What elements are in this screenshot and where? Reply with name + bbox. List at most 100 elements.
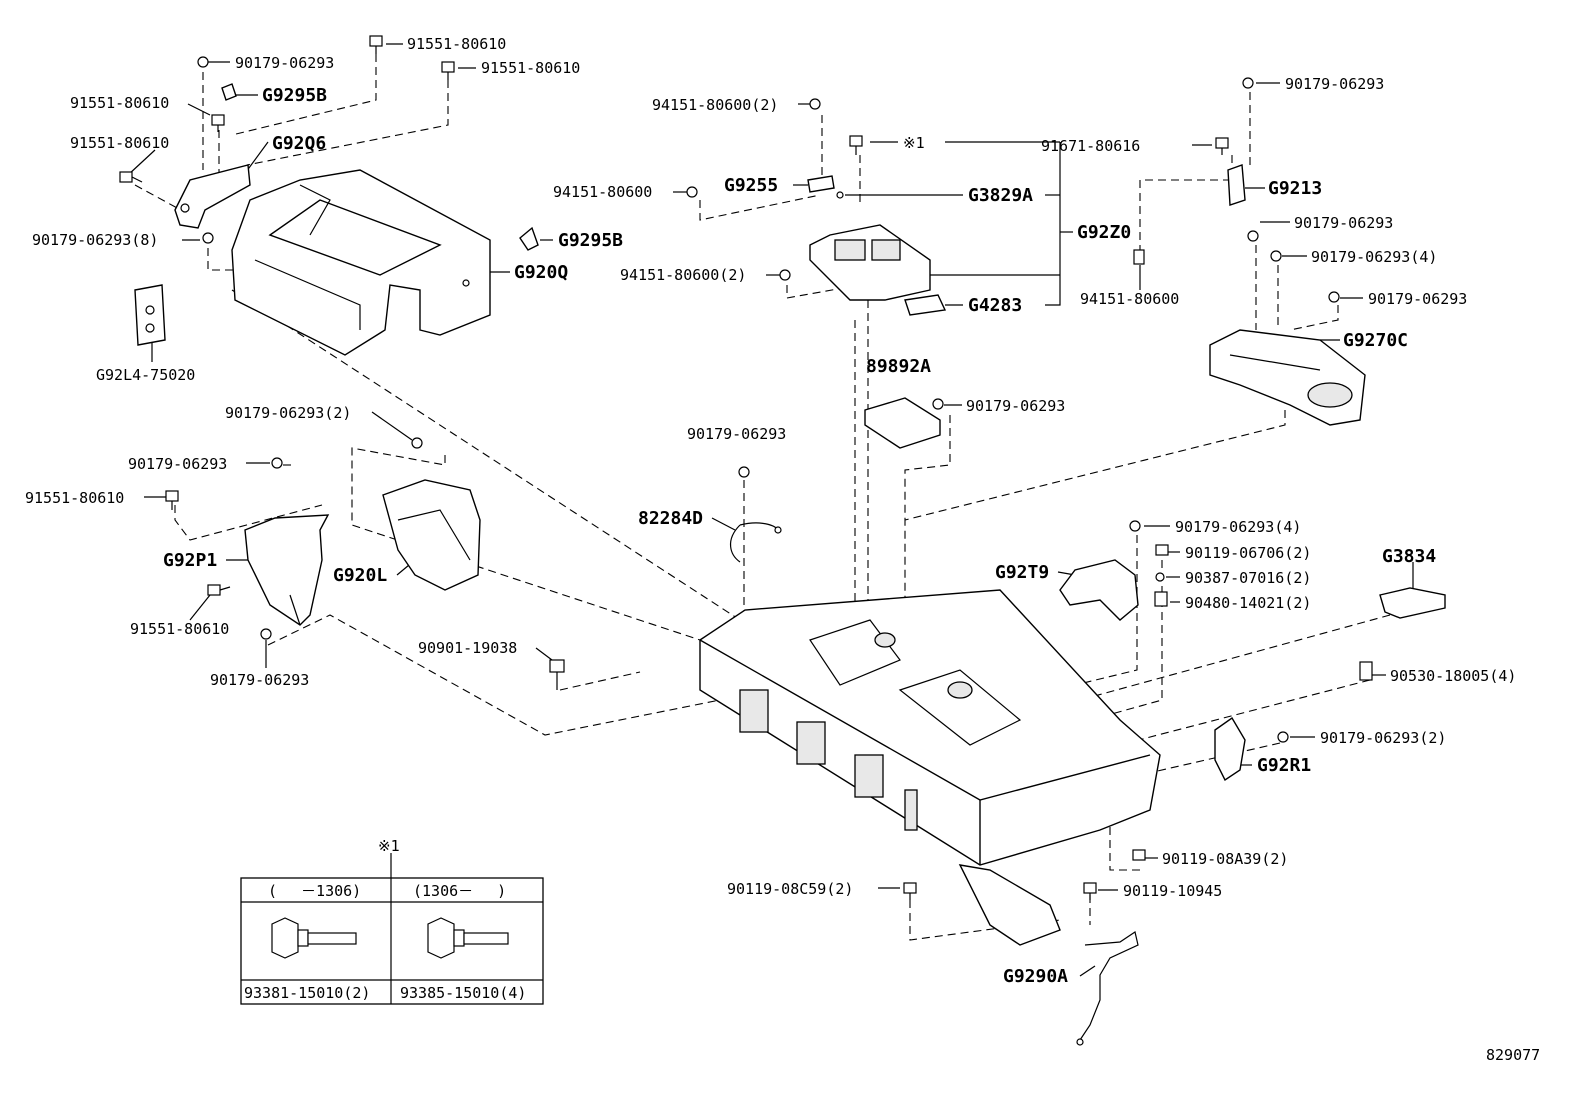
label-90179-06293-2a: 90179-06293(2) [225,404,351,422]
bolt-90119-10945-icon [1083,882,1097,900]
nut-90179-06293-2a-icon [411,437,423,449]
bolt-91551-80610-b-icon [441,61,455,80]
label-g92r1: G92R1 [1257,755,1311,776]
inset-mark: ※1 [378,837,400,855]
label-g9290a: G9290A [1003,966,1068,987]
label-90179-06293-h: 90179-06293 [210,671,309,689]
label-90179-06293-4b: 90179-06293(4) [1175,518,1301,536]
label-90119-06706: 90119-06706(2) [1185,544,1311,562]
label-90119-10945: 90119-10945 [1123,882,1222,900]
label-94151-80600-a: 94151-80600 [553,183,652,201]
battery-tray-part [699,589,1161,946]
label-90179-06293-f: 90179-06293 [128,455,227,473]
label-90530-18005: 90530-18005(4) [1390,667,1516,685]
label-g9255: G9255 [724,175,778,196]
bolt-91551-80610-c-icon [211,114,225,132]
bolt-93381-15010-icon [271,917,357,959]
bolt-90119-08a39-icon [1132,849,1146,861]
label-90179-06293-g: 90179-06293 [687,425,786,443]
label-90179-06293-b: 90179-06293 [1285,75,1384,93]
bracket-g92q6-part [174,164,251,229]
label-90179-06293-a: 90179-06293 [235,54,334,72]
label-91551-80610-f: 91551-80610 [130,620,229,638]
label-g9206: G92Q6 [272,133,326,154]
label-91551-80610-b: 91551-80610 [481,59,580,77]
label-90179-06293-8: 90179-06293(8) [32,231,158,249]
bracket-g92r1-part [1214,716,1246,782]
nut-94151-80600-a-icon [686,186,698,198]
nut-90179-06293-4a-icon [1270,250,1282,262]
bracket-g92l4-part [134,284,166,346]
label-g9295b-a: G9295B [262,85,327,106]
label-91551-80610-d: 91551-80610 [70,134,169,152]
bolt-91671-80616-icon [1215,137,1229,155]
cover-g920l-part [382,479,481,591]
label-94151-80600-2b: 94151-80600(2) [620,266,746,284]
label-g9200: G920Q [514,262,568,283]
bolt-90119-06706-icon [1155,544,1169,556]
inset-col2-part: 93385-15010(4) [400,984,526,1002]
label-g3834: G3834 [1382,546,1436,567]
ecu-89892a-part [864,397,941,449]
label-90901-19038: 90901-19038 [418,639,517,657]
connector-g3834-part [1379,587,1446,619]
label-g92t9: G92T9 [995,562,1049,583]
label-g4283: G4283 [968,295,1022,316]
bolt-90179-06293-a-icon [197,56,209,68]
bolt-90179-06293-b-icon [1242,77,1254,89]
diagram-id: 829077 [1486,1046,1540,1064]
nut-90179-06293-h-icon [260,628,272,640]
cover-g92p1-part [244,514,330,626]
clip-90530-18005-icon [1359,661,1373,681]
label-g9213: G9213 [1268,178,1322,199]
cover-g920q-part [231,169,491,356]
wire-g9290a-part [1076,931,1139,1046]
nut-90179-06293-c-icon [1247,230,1259,242]
label-90119-08a39: 90119-08A39(2) [1162,850,1288,868]
relay-assembly-g92z0-part [807,175,947,316]
inset-table: ※1 ( －1306) (1306－ ) 93381-15010(2) 9338… [240,837,544,1005]
nut-90179-06293-d-icon [1328,291,1340,303]
bolt-90119-08c59-icon [903,882,917,900]
nut-90179-06293-8-icon [202,232,214,244]
nut-90179-06293-g-icon [738,466,750,478]
label-90119-08c59: 90119-08C59(2) [727,880,853,898]
label-g920l: G920L [333,565,387,586]
wire-82284d-part [730,522,782,563]
bolt-91551-80610-e-icon [165,490,179,510]
label-g9270c: G9270C [1343,330,1408,351]
clip-g9295b-small-part [221,83,237,101]
bolt-91551-80610-a-icon [369,35,383,54]
inset-col2-header: (1306－ ) [413,882,506,900]
nut-90179-06293-2b-icon [1277,731,1289,743]
label-82284d: 82284D [638,508,703,529]
bolt-90901-19038-icon [549,659,565,690]
bracket-g9270c-part [1209,329,1366,426]
label-g9295b-b: G9295B [558,230,623,251]
label-91551-80610-c: 91551-80610 [70,94,169,112]
label-g3829a: G3829A [968,185,1033,206]
bolt-91551-80610-f-icon [207,584,231,596]
bracket-g9213-part [1227,164,1246,206]
nut-94151-80600-2a-icon [809,98,821,110]
inset-col1-part: 93381-15010(2) [244,984,370,1002]
label-90179-06293-c: 90179-06293 [1294,214,1393,232]
label-91551-80610-e: 91551-80610 [25,489,124,507]
label-90179-06293-d: 90179-06293 [1368,290,1467,308]
label-g92p1: G92P1 [163,550,217,571]
label-90179-06293-2b: 90179-06293(2) [1320,729,1446,747]
label-89892a: 89892A [866,356,931,377]
inset-col1-header: ( －1306) [268,882,361,900]
label-91671-80616: 91671-80616 [1041,137,1140,155]
clip-g9295b-part [519,226,539,251]
collar-90480-14021-icon [1154,591,1168,607]
cover-g92t9-part [1059,559,1139,621]
label-90179-06293-e: 90179-06293 [966,397,1065,415]
label-g9220: G92Z0 [1077,222,1131,243]
nut-94151-80600-2b-icon [779,269,791,281]
label-94151-80600-2a: 94151-80600(2) [652,96,778,114]
label-g9214: G92L4-75020 [96,366,195,384]
bolt-93385-15010-icon [427,917,509,959]
